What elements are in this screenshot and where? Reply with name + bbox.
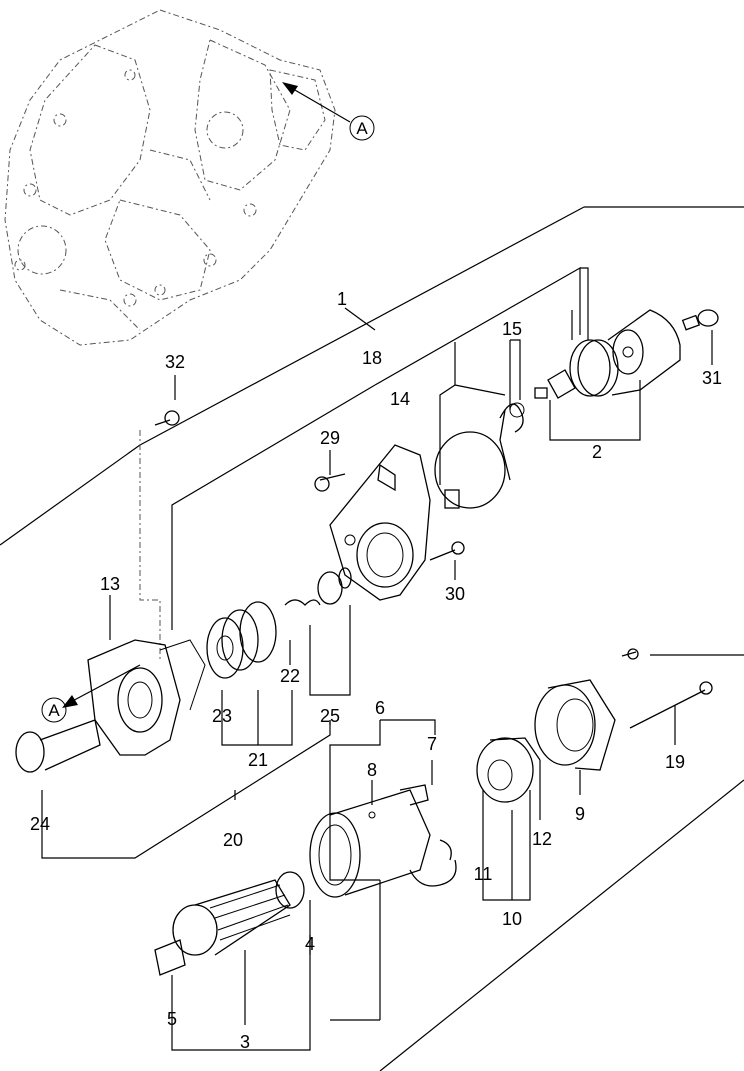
- part-number-12: 12: [532, 829, 552, 849]
- part-number-3: 3: [240, 1032, 250, 1052]
- part-number-6: 6: [375, 698, 385, 718]
- leader-lines: [41, 266, 744, 1051]
- part-bolts: [154, 410, 713, 729]
- marker-a-label-top: A: [356, 119, 368, 138]
- part-number-5: 5: [167, 1009, 177, 1029]
- reference-marker-a-bottom: A: [41, 664, 141, 723]
- part-drive-gear: [15, 719, 101, 773]
- part-number-31: 31: [702, 368, 722, 388]
- part-number-15: 15: [502, 319, 522, 339]
- part-gasket-ring: [434, 431, 506, 509]
- part-number-7: 7: [427, 734, 437, 754]
- part-number-32: 32: [165, 352, 185, 372]
- part-number-23: 23: [212, 706, 232, 726]
- part-number-19: 19: [665, 752, 685, 772]
- reference-marker-a-top: A: [282, 82, 375, 141]
- part-number-1: 1: [337, 289, 347, 309]
- part-pinion-clutch: [206, 601, 277, 679]
- part-lever-spring: [499, 402, 525, 481]
- part-number-30: 30: [445, 584, 465, 604]
- part-number-24: 24: [30, 814, 50, 834]
- marker-a-label-bottom: A: [48, 701, 60, 720]
- part-drive-housing: [329, 444, 431, 601]
- part-number-18: 18: [362, 348, 382, 368]
- part-armature: [154, 871, 305, 976]
- part-number-4: 4: [305, 934, 315, 954]
- part-front-bracket: [87, 639, 206, 756]
- part-number-labels: 1 2 3 4 5 6 7 8 9 10 11 12 13 14 15 18 1…: [30, 289, 722, 1052]
- part-brush-holder: [476, 737, 541, 803]
- part-number-14: 14: [390, 389, 410, 409]
- part-solenoid: [534, 309, 719, 399]
- part-number-2: 2: [592, 442, 602, 462]
- flywheel-housing-outline: [4, 9, 336, 346]
- part-number-20: 20: [223, 830, 243, 850]
- part-spring-collar: [284, 567, 352, 606]
- part-number-25: 25: [320, 706, 340, 726]
- part-number-9: 9: [575, 804, 585, 824]
- part-number-21: 21: [248, 750, 268, 770]
- part-number-11: 11: [474, 864, 493, 884]
- part-number-10: 10: [502, 909, 522, 929]
- part-number-29: 29: [320, 428, 340, 448]
- part-number-22: 22: [280, 666, 300, 686]
- part-yoke: [309, 784, 457, 898]
- part-number-13: 13: [100, 574, 120, 594]
- part-rear-cover: [534, 679, 616, 771]
- assembly-boundary: [0, 206, 744, 1071]
- part-number-8: 8: [367, 760, 377, 780]
